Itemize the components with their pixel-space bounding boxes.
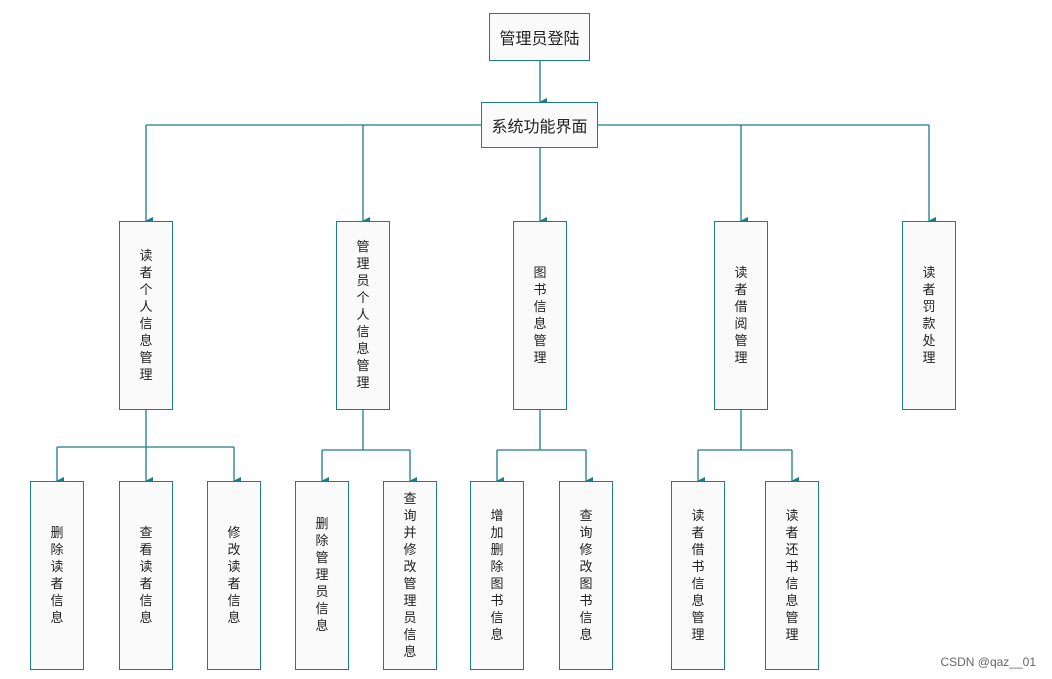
node-borrow-book: 读者借书信息管理 (671, 481, 725, 670)
node-del-reader: 删除读者信息 (30, 481, 84, 670)
node-label: 增加删除图书信息 (490, 508, 504, 643)
node-label: 查询修改图书信息 (579, 508, 593, 643)
node-label: 读者个人信息管理 (139, 248, 153, 383)
node-query-edit-admin: 查询并修改管理员信息 (383, 481, 437, 670)
node-label: 图书信息管理 (533, 265, 547, 366)
node-label: 系统功能界面 (491, 117, 588, 136)
node-label: 修改读者信息 (227, 525, 241, 626)
node-query-edit-book: 查询修改图书信息 (559, 481, 613, 670)
node-admin-info: 管理员个人信息管理 (336, 221, 390, 410)
edge-reader-bus (57, 410, 234, 448)
node-view-reader: 查看读者信息 (119, 481, 173, 670)
edge-borrow-bus (698, 410, 792, 451)
node-label: 查询并修改管理员信息 (403, 491, 417, 660)
node-label: 管理员登陆 (499, 29, 580, 48)
edge-admin-bus (322, 410, 410, 451)
node-edit-reader: 修改读者信息 (207, 481, 261, 670)
node-fine: 读者罚款处理 (902, 221, 956, 410)
node-del-admin: 删除管理员信息 (295, 481, 349, 670)
node-label: 读者罚款处理 (922, 265, 936, 366)
node-system-ui: 系统功能界面 (481, 102, 598, 148)
node-label: 读者借书信息管理 (691, 508, 705, 643)
node-label: 查看读者信息 (139, 525, 153, 626)
node-reader-info: 读者个人信息管理 (119, 221, 173, 410)
node-label: 读者借阅管理 (734, 265, 748, 366)
node-return-book: 读者还书信息管理 (765, 481, 819, 670)
watermark: CSDN @qaz__01 (940, 655, 1036, 669)
edge-book-bus (497, 410, 586, 451)
node-borrow-mgmt: 读者借阅管理 (714, 221, 768, 410)
node-label: 删除读者信息 (50, 525, 64, 626)
node-label: 删除管理员信息 (315, 517, 329, 634)
node-label: 管理员个人信息管理 (356, 240, 370, 391)
node-add-del-book: 增加删除图书信息 (470, 481, 524, 670)
node-label: 读者还书信息管理 (785, 508, 799, 643)
node-book-info: 图书信息管理 (513, 221, 567, 410)
node-admin-login: 管理员登陆 (489, 13, 590, 61)
